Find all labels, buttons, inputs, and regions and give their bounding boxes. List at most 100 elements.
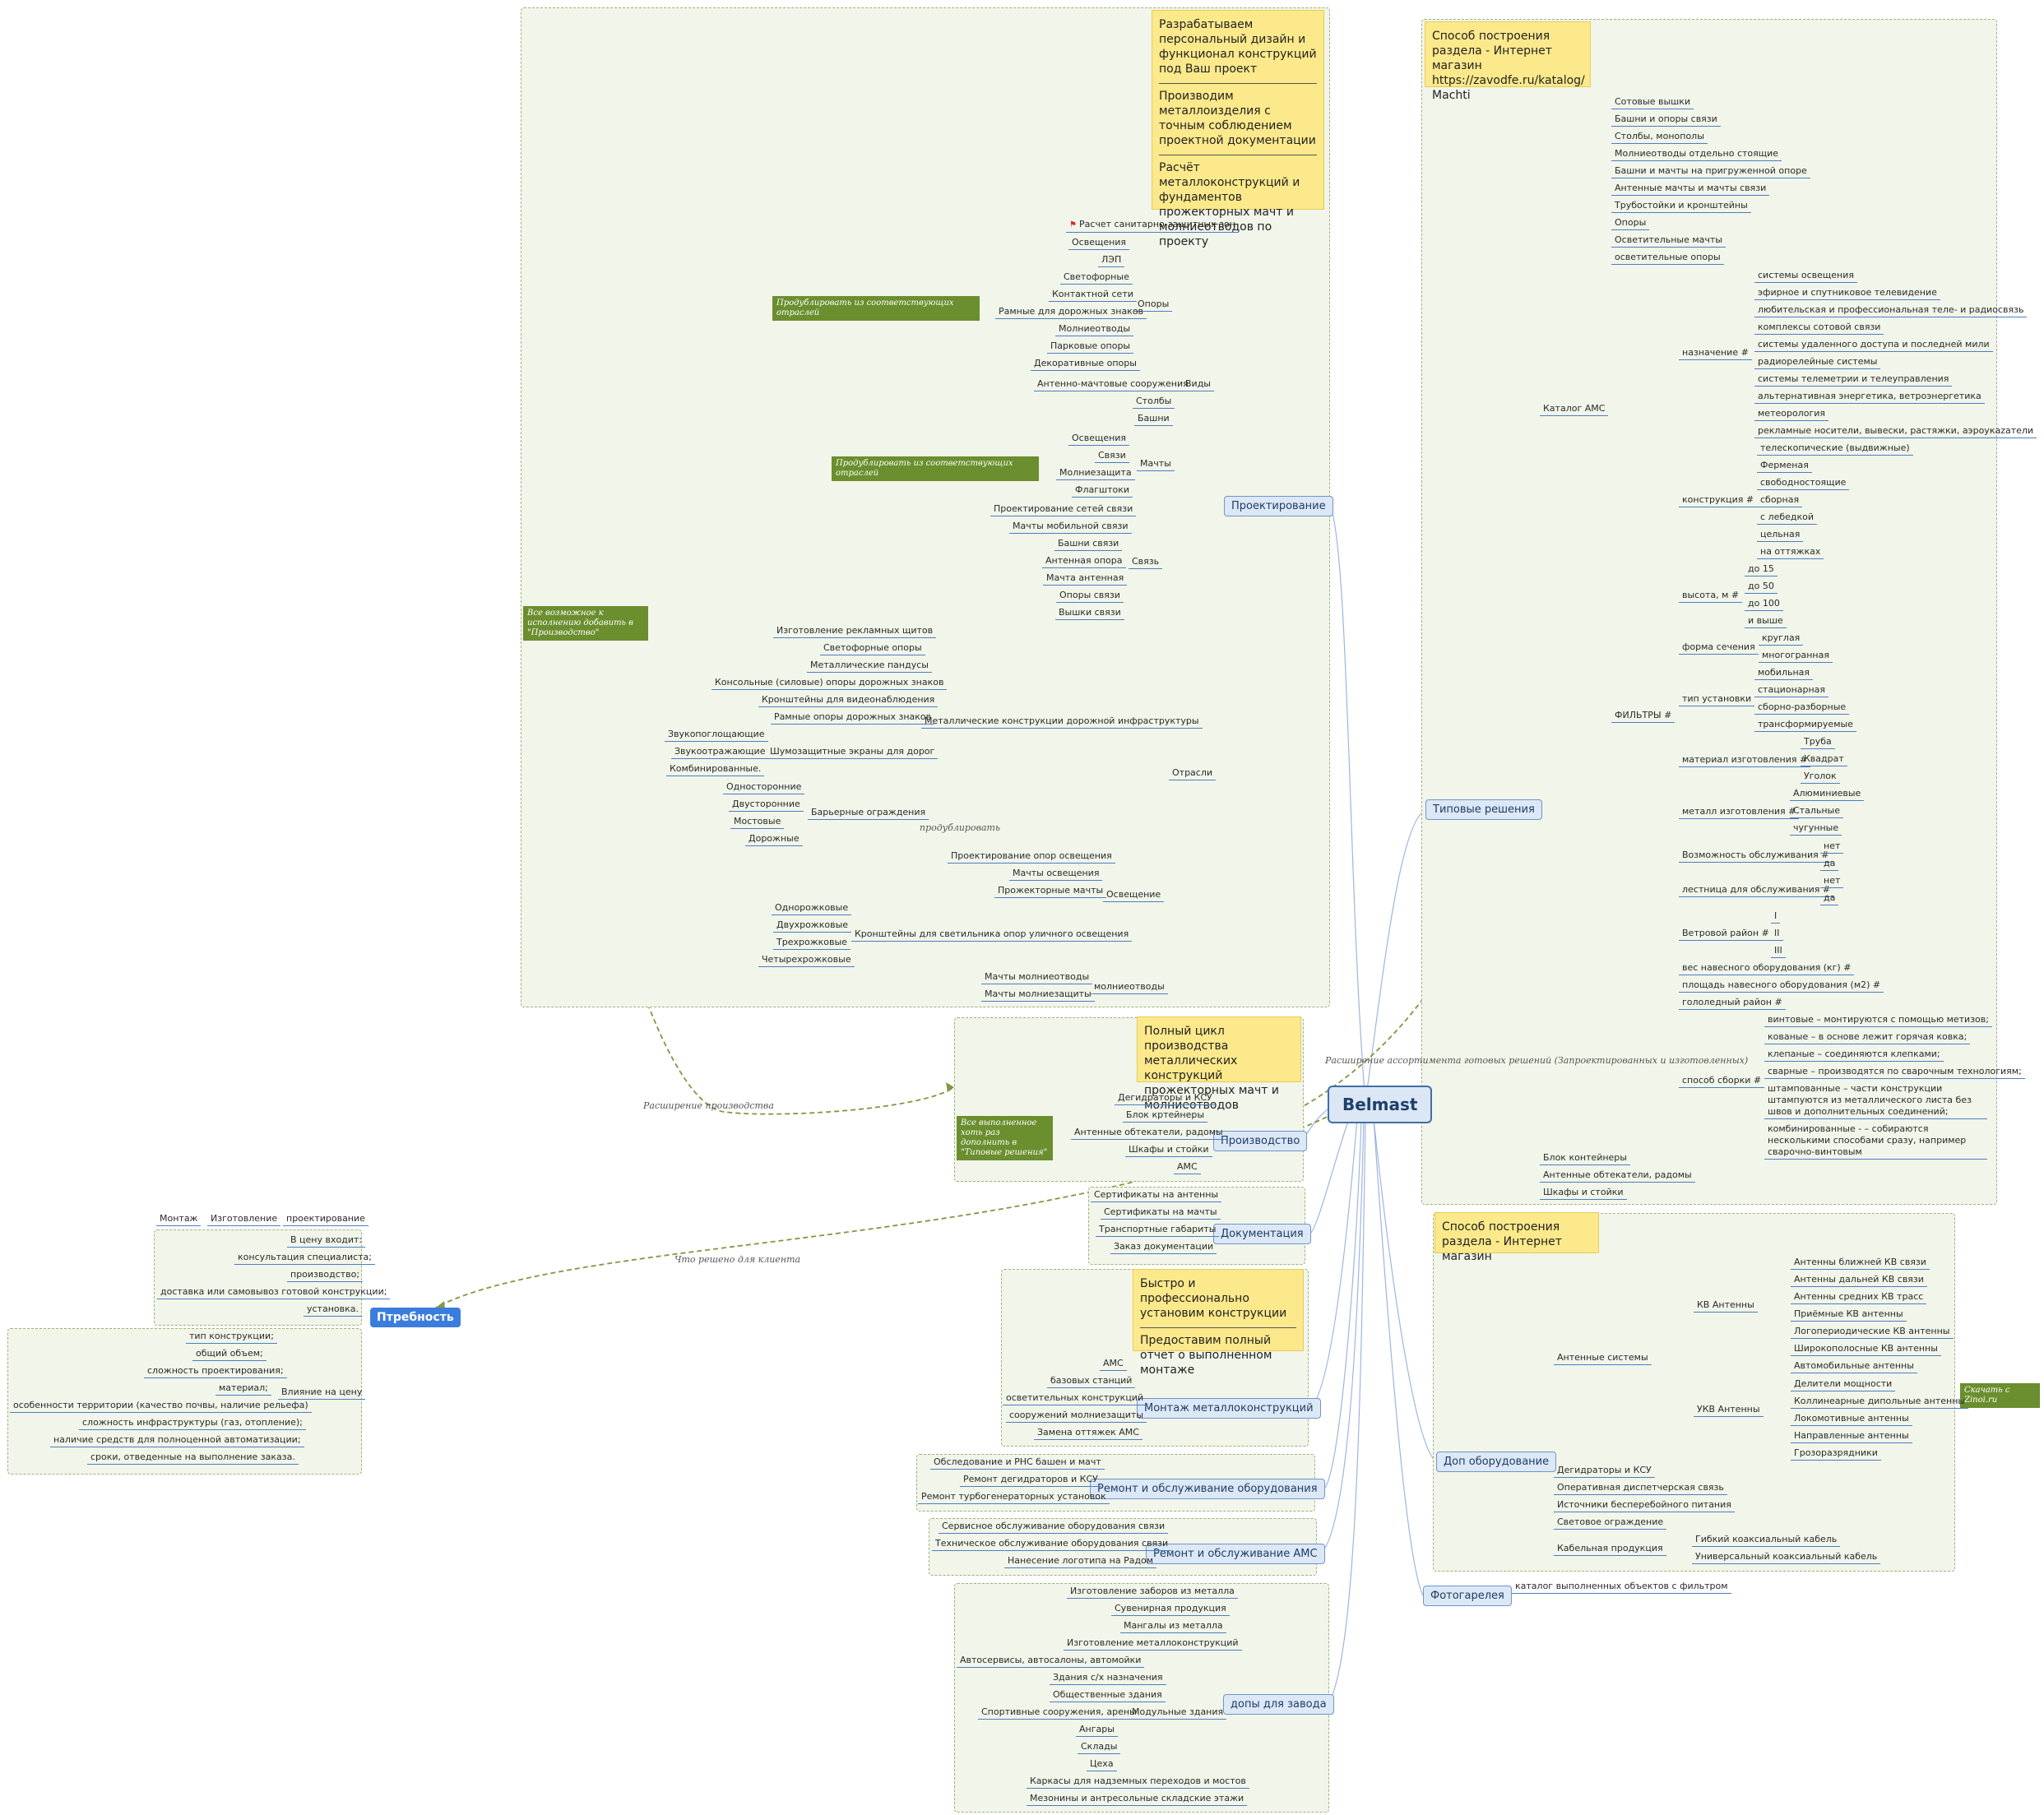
node-repair-eq-item[interactable]: Ремонт турбогенераторных установок bbox=[918, 1491, 1110, 1504]
node-production-item[interactable]: Дегидраторы и КСУ bbox=[1115, 1092, 1216, 1105]
node-influence[interactable]: Влияние на цену bbox=[278, 1387, 366, 1400]
node-install-item[interactable]: трансформируемые bbox=[1754, 719, 1856, 732]
node-road-item[interactable]: Кронштейны для видеонаблюдения bbox=[758, 694, 939, 707]
node-height-item[interactable]: до 50 bbox=[1745, 581, 1777, 594]
node-construction-item[interactable]: на оттяжках bbox=[1757, 546, 1824, 559]
node-price-item[interactable]: В цену входит: bbox=[287, 1234, 366, 1248]
node-road-item[interactable]: Металлические пандусы bbox=[807, 660, 932, 673]
node-catalog-item[interactable]: осветительные опоры bbox=[1611, 252, 1724, 265]
node-assembly[interactable]: способ сборки # bbox=[1679, 1075, 1765, 1088]
node-machty-item[interactable]: Освещения bbox=[1068, 433, 1130, 446]
node-price-item[interactable]: доставка или самовывоз готовой конструкц… bbox=[157, 1286, 391, 1299]
node-modular-item[interactable]: Здания с/х назначения bbox=[1050, 1672, 1166, 1685]
node-otrasli[interactable]: Отрасли bbox=[1169, 767, 1217, 780]
node-influence-item[interactable]: общий объем; bbox=[192, 1348, 267, 1361]
node-extras-item[interactable]: Сувенирная продукция bbox=[1111, 1603, 1230, 1616]
node-equipment-item[interactable]: Световое ограждение bbox=[1554, 1516, 1667, 1530]
node-purpose-item[interactable]: рекламные носители, вывески, растяжки, а… bbox=[1754, 425, 2037, 438]
node-stolby[interactable]: Столбы bbox=[1133, 396, 1175, 409]
node-svyaz-item[interactable]: Башни связи bbox=[1054, 538, 1123, 551]
node-bracket-item[interactable]: Двухрожковые bbox=[773, 919, 852, 933]
node-metal-item[interactable]: чугунные bbox=[1790, 822, 1842, 836]
node-ladder-item[interactable]: да bbox=[1820, 892, 1839, 905]
node-metal[interactable]: металл изготовления # bbox=[1679, 806, 1800, 819]
node-road-item[interactable]: Консольные (силовые) опоры дорожных знак… bbox=[711, 677, 948, 690]
node-production-item[interactable]: АМС bbox=[1174, 1161, 1201, 1174]
node-purpose-item[interactable]: метеорология bbox=[1754, 408, 1828, 421]
node-catalog-item[interactable]: Башни и опоры связи bbox=[1611, 113, 1721, 127]
node-montage-item[interactable]: осветительных конструкций bbox=[1003, 1392, 1147, 1405]
node-opory-item[interactable]: Освещения bbox=[1068, 237, 1130, 250]
node-repair-ams-item[interactable]: Сервисное обслуживание оборудования связ… bbox=[939, 1521, 1169, 1534]
root-topic[interactable]: Belmast bbox=[1328, 1086, 1433, 1123]
node-docs-item[interactable]: Сертификаты на мачты bbox=[1101, 1206, 1221, 1220]
node-height-item[interactable]: до 100 bbox=[1745, 598, 1783, 611]
node-catalog-item[interactable]: Молниеотводы отдельно стоящие bbox=[1611, 148, 1782, 161]
node-section[interactable]: форма сечения bbox=[1679, 641, 1759, 655]
node-influence-item[interactable]: тип конструкции; bbox=[186, 1331, 277, 1344]
node-purpose-item[interactable]: системы освещения bbox=[1754, 270, 1858, 283]
node-install-item[interactable]: стационарная bbox=[1754, 684, 1829, 697]
node-material-item[interactable]: Труба bbox=[1801, 736, 1835, 749]
node-influence-item[interactable]: сроки, отведенные на выполнение заказа. bbox=[87, 1452, 299, 1465]
node-ukv-item[interactable]: Локомотивные антенны bbox=[1791, 1413, 1912, 1426]
node-cable-item[interactable]: Универсальный коаксиальный кабель bbox=[1692, 1551, 1881, 1564]
node-service-item[interactable]: нет bbox=[1820, 840, 1844, 854]
node-svyaz[interactable]: Связь bbox=[1129, 556, 1163, 569]
node-construction-item[interactable]: с лебедкой bbox=[1757, 512, 1818, 525]
node-assembly-item[interactable]: комбинированные - – собираются нескольки… bbox=[1764, 1123, 1987, 1160]
node-opory-item[interactable]: Декоративные опоры bbox=[1031, 358, 1140, 371]
node-ladder-item[interactable]: нет bbox=[1820, 875, 1844, 888]
node-extras-item[interactable]: Каркасы для надземных переходов и мостов bbox=[1027, 1776, 1249, 1789]
node-kv-item[interactable]: Антенны дальней КВ связи bbox=[1791, 1274, 1927, 1287]
node-modular-item[interactable]: Цеха bbox=[1087, 1758, 1117, 1771]
node-catalog-item[interactable]: Башни и мачты на пригруженной опоре bbox=[1611, 165, 1810, 178]
node-section-item[interactable]: многогранная bbox=[1759, 650, 1833, 663]
node-catalog-item[interactable]: Опоры bbox=[1611, 217, 1650, 230]
node-bracket-item[interactable]: Однорожковые bbox=[772, 902, 852, 915]
node-machty-item[interactable]: Флагштоки bbox=[1072, 484, 1133, 498]
node-assembly-item[interactable]: кованые – в основе лежит горячая ковка; bbox=[1764, 1031, 1971, 1044]
node-height-item[interactable]: и выше bbox=[1745, 615, 1787, 628]
node-typical-extra[interactable]: Блок контейнеры bbox=[1540, 1152, 1630, 1165]
node-install-item[interactable]: мобильная bbox=[1754, 667, 1814, 680]
topic-repair-eq[interactable]: Ремонт и обслуживание оборудования bbox=[1090, 1479, 1325, 1499]
node-noise-item[interactable]: Звукоотражающие bbox=[671, 746, 769, 759]
node-extras-item[interactable]: Изготовление заборов из металла bbox=[1067, 1586, 1238, 1599]
node-barrier-item[interactable]: Мостовые bbox=[730, 816, 785, 829]
topic-docs[interactable]: Документация bbox=[1213, 1224, 1311, 1244]
node-repair-ams-item[interactable]: Техническое обслуживание оборудования св… bbox=[932, 1538, 1172, 1551]
node-equipment-item[interactable]: Оперативная диспетчерская связь bbox=[1554, 1482, 1727, 1495]
topic-gallery[interactable]: Фотогарелея bbox=[1423, 1586, 1512, 1606]
node-metal-item[interactable]: Алюминиевые bbox=[1790, 788, 1865, 801]
node-docs-item[interactable]: Заказ документации bbox=[1110, 1241, 1217, 1254]
node-construction-item[interactable]: телескопические (выдвижные) bbox=[1757, 442, 1913, 456]
node-modular-item[interactable]: Спортивные сооружения, арены bbox=[978, 1706, 1140, 1720]
node-service-item[interactable]: да bbox=[1820, 858, 1839, 871]
node-catalog-item[interactable]: Сотовые вышки bbox=[1611, 96, 1694, 109]
node-material-item[interactable]: Квадрат bbox=[1801, 753, 1847, 766]
node-metal-item[interactable]: Стальные bbox=[1790, 805, 1843, 818]
node-wind-item[interactable]: II bbox=[1771, 928, 1783, 941]
node-machty-item[interactable]: Молниезащита bbox=[1056, 467, 1135, 480]
node-price-item[interactable]: производство; bbox=[287, 1269, 364, 1282]
node-assembly-item[interactable]: клепаные – соединяются клепками; bbox=[1764, 1049, 1944, 1062]
node-bracket-item[interactable]: Трехрожковые bbox=[773, 937, 851, 950]
topic-design[interactable]: Проектирование bbox=[1224, 496, 1333, 516]
node-wind-item[interactable]: III bbox=[1771, 945, 1786, 958]
node-ukv-item[interactable]: Коллинеарные дипольные антенны bbox=[1791, 1396, 1969, 1409]
node-barrier-item[interactable]: Дорожные bbox=[745, 833, 803, 846]
node-kv[interactable]: КВ Антенны bbox=[1694, 1299, 1758, 1313]
node-barrier-item[interactable]: Односторонние bbox=[723, 781, 805, 794]
node-equipment-item[interactable]: Дегидраторы и КСУ bbox=[1554, 1465, 1655, 1478]
node-need-top[interactable]: Изготовление bbox=[207, 1213, 281, 1226]
node-price-item[interactable]: консультация специалиста; bbox=[234, 1252, 376, 1265]
node-wind-item[interactable]: I bbox=[1771, 910, 1781, 924]
node-svyaz-item[interactable]: Проектирование сетей связи bbox=[990, 503, 1137, 516]
node-opory-item[interactable]: Контактной сети bbox=[1049, 289, 1137, 302]
topic-typical[interactable]: Типовые решения bbox=[1425, 799, 1542, 820]
node-construction-item[interactable]: Ферменая bbox=[1757, 460, 1812, 473]
node-svyaz-item[interactable]: Вышки связи bbox=[1055, 607, 1124, 620]
node-catalog-item[interactable]: Антенные мачты и мачты связи bbox=[1611, 183, 1770, 196]
node-extras-item[interactable]: Изготовление металлоконструкций bbox=[1064, 1637, 1242, 1651]
